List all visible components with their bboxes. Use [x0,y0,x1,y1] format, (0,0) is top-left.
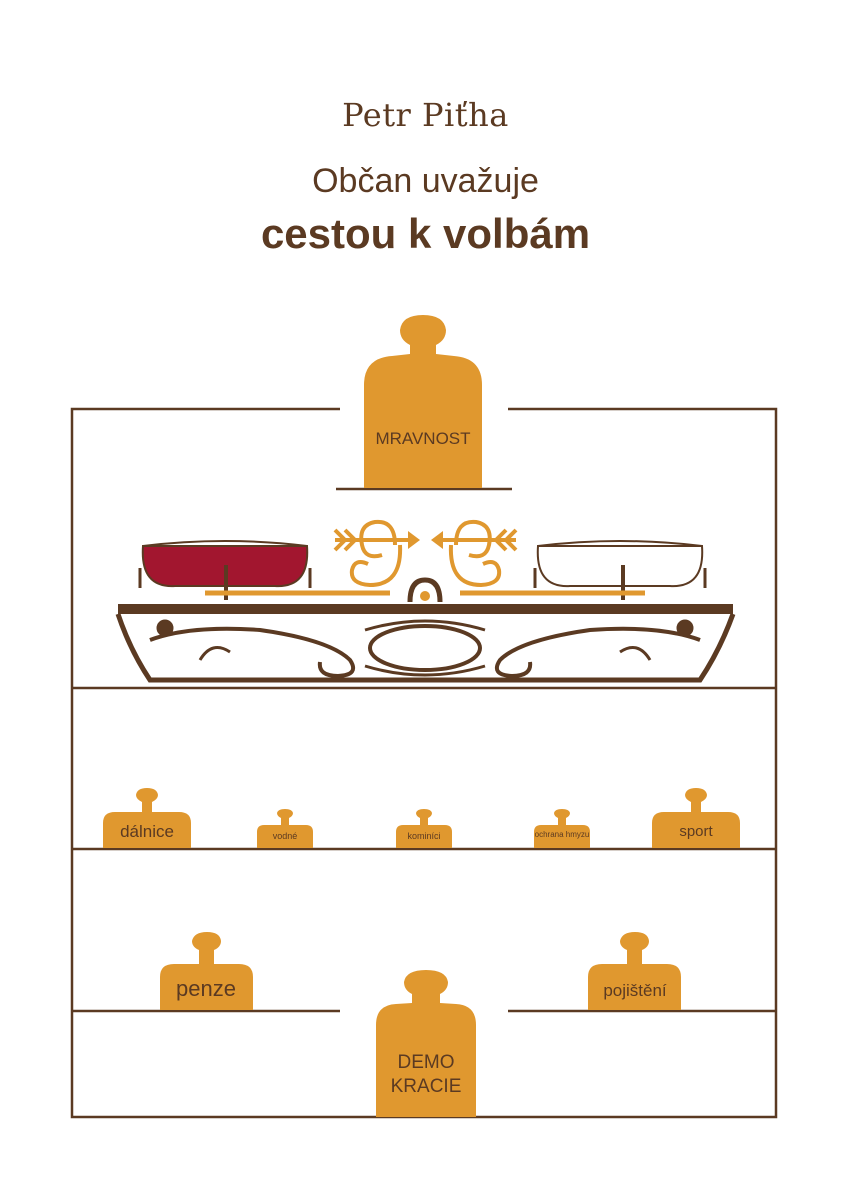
weight-vodne: vodné [257,809,313,848]
weight-label-kracie: KRACIE [391,1076,462,1097]
weight-label-pojisteni: pojištění [603,981,667,1000]
weight-label-kominici: kominíci [407,831,440,841]
weight-demokracie: DEMO KRACIE [376,970,476,1117]
scale-base [115,577,736,683]
weight-kominici: kominíci [396,809,452,848]
right-arrowhead [431,531,443,549]
weight-dalnice: dálnice [103,788,191,848]
arrow-ornaments [333,519,518,588]
left-arrowhead [408,531,420,549]
shelf-frame [70,407,778,1119]
white-pan [533,540,707,600]
weight-pojisteni: pojištění [588,932,681,1010]
book-subtitle: Občan uvažuje [312,162,539,200]
weight-label-dalnice: dálnice [120,822,174,841]
weight-label-ochrana-hmyzu: ochrana hmyzu [535,830,590,839]
weight-sport: sport [652,788,740,848]
weight-mravnost: MRAVNOST [364,315,482,488]
weight-label-penze: penze [176,976,236,1001]
weight-penze: penze [160,932,253,1010]
weight-label-demo: DEMO [398,1052,455,1073]
weight-label-vodne: vodné [273,831,298,841]
weight-label-sport: sport [679,823,713,840]
author-name: Petr Piťha [342,96,509,134]
book-title: cestou k volbám [260,210,591,257]
weight-ochrana-hmyzu: ochrana hmyzu [534,809,590,848]
weight-label-mravnost: MRAVNOST [375,429,470,448]
